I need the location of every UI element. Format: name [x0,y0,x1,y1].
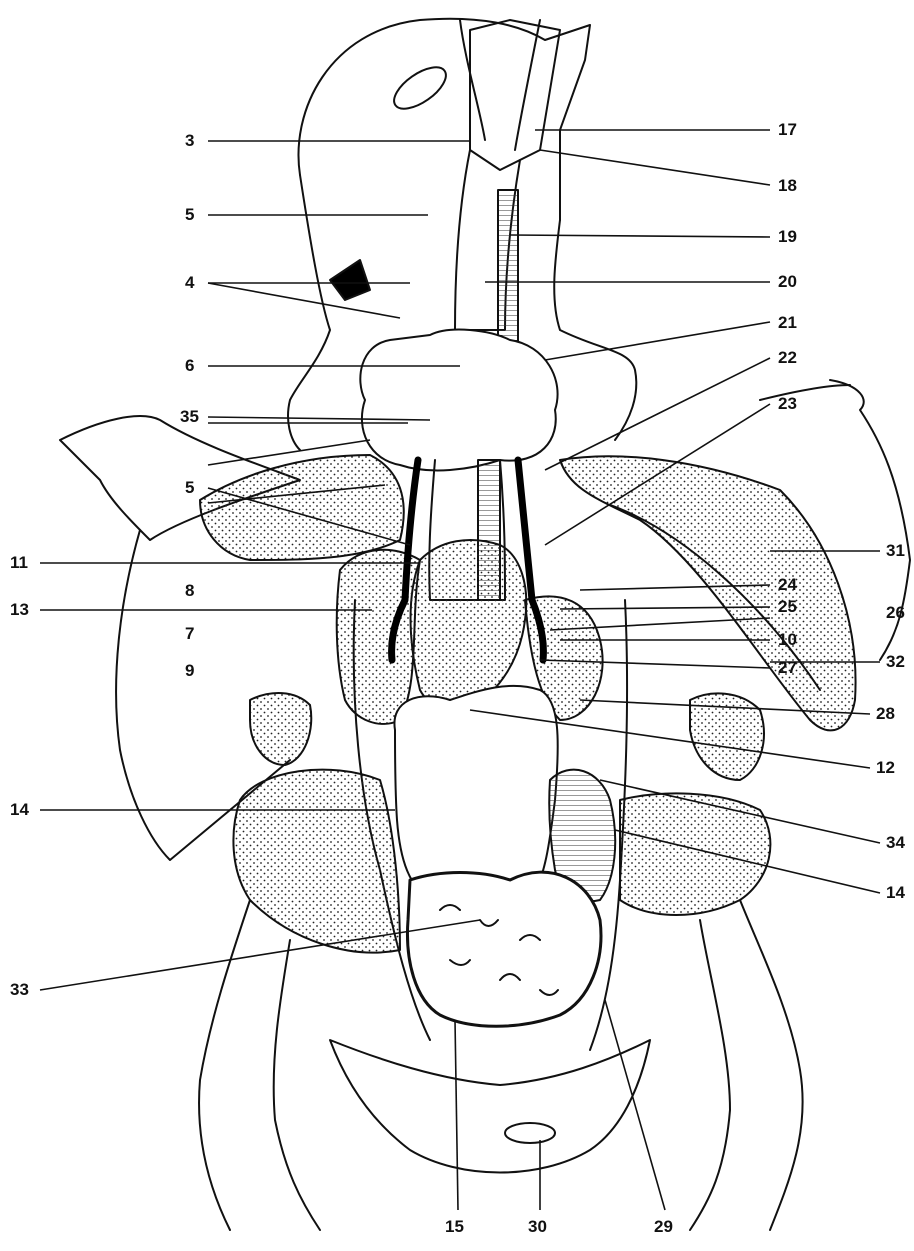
label-30: 30 [528,1218,547,1236]
neck-left-skin [288,175,330,450]
label-27: 27 [778,659,797,677]
label-20: 20 [778,273,797,291]
right-leg [740,900,803,1230]
intestines [407,872,600,1026]
label-26: 26 [886,604,905,622]
left-leg [199,900,250,1230]
head-outline [299,19,591,220]
label-13: 13 [10,601,29,619]
label-18: 18 [778,177,797,195]
pelvis [330,1040,650,1173]
label-5-upper: 5 [185,206,194,224]
cloaca [505,1123,555,1143]
label-5-lower: 5 [185,479,194,497]
label-28: 28 [876,705,895,723]
label-32: 32 [886,653,905,671]
label-6: 6 [185,357,194,375]
label-31: 31 [886,542,905,560]
label-12: 12 [876,759,895,777]
label-24: 24 [778,576,797,594]
label-14-right: 14 [886,884,905,902]
label-35: 35 [180,408,199,426]
label-7: 7 [185,625,194,643]
neck-right-skin [554,220,636,440]
label-15: 15 [445,1218,464,1236]
crop [360,330,557,471]
label-25: 25 [778,598,797,616]
label-8: 8 [185,582,194,600]
label-33: 33 [10,981,29,999]
label-10: 10 [778,631,797,649]
right-pectoral [560,456,856,730]
label-21: 21 [778,314,797,332]
left-thigh [233,770,400,953]
label-34: 34 [886,834,905,852]
label-3: 3 [185,132,194,150]
right-thigh [620,793,770,915]
left-pectoral [200,455,404,560]
label-19: 19 [778,228,797,246]
label-11: 11 [10,554,28,572]
label-9: 9 [185,662,194,680]
label-23: 23 [778,395,797,413]
label-29: 29 [654,1218,673,1236]
label-4: 4 [185,274,194,292]
label-14-left: 14 [10,801,29,819]
label-22: 22 [778,349,797,367]
label-17: 17 [778,121,797,139]
eye [387,59,452,116]
